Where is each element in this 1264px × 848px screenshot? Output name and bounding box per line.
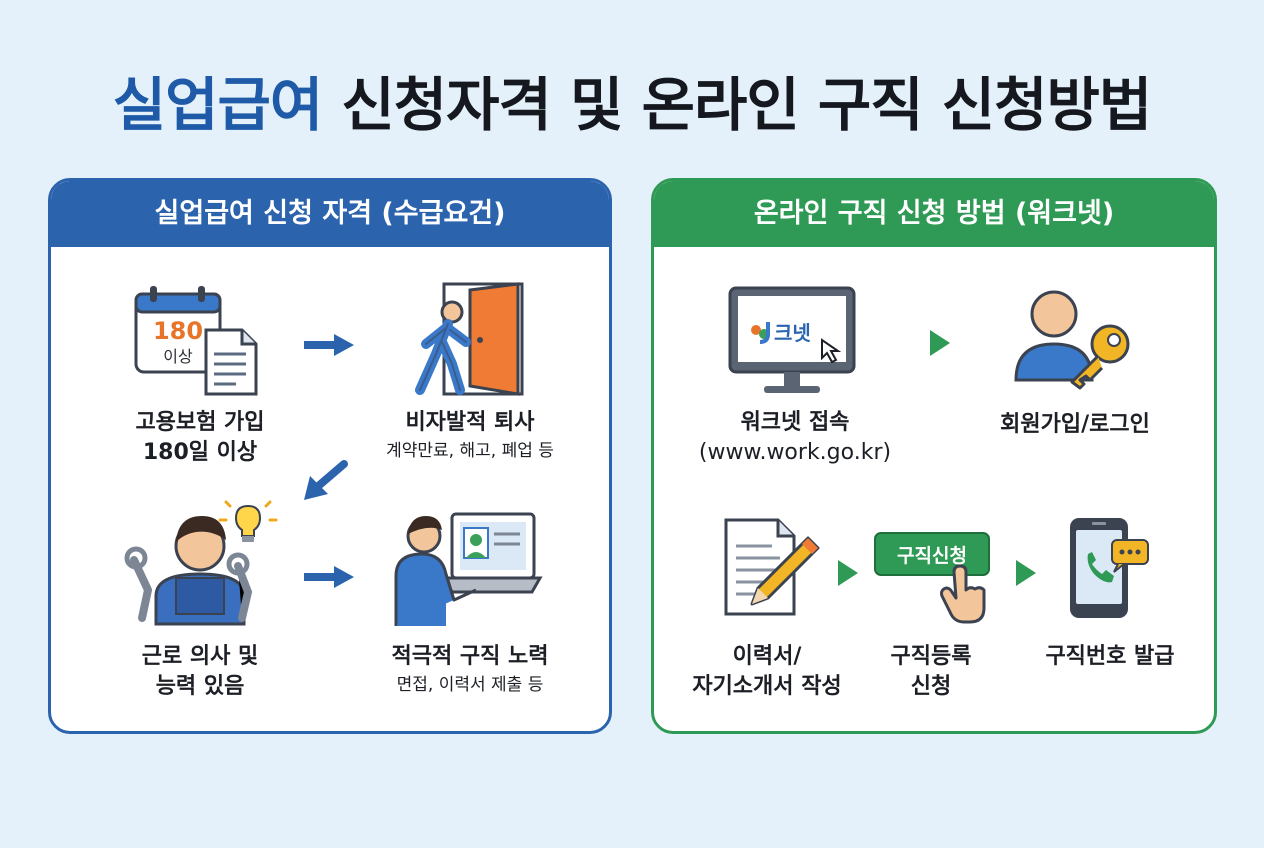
resume-pencil-icon	[724, 518, 820, 616]
step-insurance-caption: 고용보험 가입 180일 이상	[90, 408, 310, 468]
monitor-worknet-icon: 크넷	[728, 286, 856, 393]
step-resignation-line1: 비자발적 퇴사	[405, 410, 535, 435]
calendar-unit: 이상	[163, 347, 193, 366]
arrow-right-icon	[838, 560, 858, 586]
apply-button-click-icon: 구직신청	[874, 532, 992, 624]
page-title: 실업급여 신청자격 및 온라인 구직 신청방법	[0, 58, 1264, 142]
arrow-right-icon	[304, 566, 354, 588]
step-insurance-line1: 고용보험 가입	[135, 410, 265, 435]
step-resume-line1: 이력서/	[732, 644, 802, 669]
step-register-caption: 구직등록 신청	[866, 642, 996, 702]
title-accent: 실업급여	[112, 71, 323, 139]
online-application-header: 온라인 구직 신청 방법 (워크넷)	[654, 181, 1214, 247]
calendar-document-icon: 180 이상	[134, 286, 258, 396]
step-ability-line2: 능력 있음	[155, 674, 245, 699]
step-number-line1: 구직번호 발급	[1045, 644, 1175, 669]
step-login-line1: 회원가입/로그인	[1000, 412, 1150, 437]
title-rest: 신청자격 및 온라인 구직 신청방법	[341, 71, 1152, 139]
step-resignation-sub: 계약만료, 해고, 폐업 등	[386, 441, 554, 461]
step-ability-line1: 근로 의사 및	[141, 644, 259, 669]
step-login-caption: 회원가입/로그인	[960, 410, 1190, 440]
step-insurance-line2: 180일 이상	[142, 440, 258, 465]
step-worknet-caption: 워크넷 접속 (www.work.go.kr)	[680, 408, 910, 468]
arrow-right-icon	[304, 334, 354, 356]
step-register-line2: 신청	[910, 674, 952, 699]
smartphone-message-icon	[1070, 518, 1149, 618]
step-resume-line2: 자기소개서 작성	[692, 674, 842, 699]
step-register-line1: 구직등록	[890, 644, 972, 669]
arrow-right-icon	[930, 330, 950, 356]
eligibility-header: 실업급여 신청 자격 (수급요건)	[51, 181, 609, 247]
pointing-hand-icon	[940, 564, 986, 624]
step-ability-caption: 근로 의사 및 능력 있음	[90, 642, 310, 702]
step-jobsearch-sub: 면접, 이력서 제출 등	[396, 675, 544, 695]
eligibility-panel: 실업급여 신청 자격 (수급요건)	[48, 178, 612, 734]
step-number-caption: 구직번호 발급	[1020, 642, 1200, 672]
person-exit-door-icon	[415, 282, 524, 396]
step-jobsearch-caption: 적극적 구직 노력 면접, 이력서 제출 등	[350, 642, 590, 698]
step-resignation-caption: 비자발적 퇴사 계약만료, 해고, 폐업 등	[350, 408, 590, 464]
worknet-screen-text: 크넷	[774, 321, 811, 345]
arrow-down-left-icon	[304, 460, 348, 500]
step-worknet-url: (www.work.go.kr)	[698, 440, 892, 465]
user-key-icon	[1014, 290, 1130, 390]
worker-tools-icon	[124, 500, 278, 626]
step-jobsearch-line1: 적극적 구직 노력	[391, 644, 549, 669]
step-resume-caption: 이력서/ 자기소개서 작성	[672, 642, 862, 702]
arrow-right-icon	[1016, 560, 1036, 586]
apply-button: 구직신청	[874, 532, 990, 576]
person-laptop-icon	[394, 512, 543, 626]
online-application-panel: 온라인 구직 신청 방법 (워크넷)	[651, 178, 1217, 734]
calendar-number: 180	[153, 317, 203, 345]
step-worknet-line1: 워크넷 접속	[740, 410, 850, 435]
